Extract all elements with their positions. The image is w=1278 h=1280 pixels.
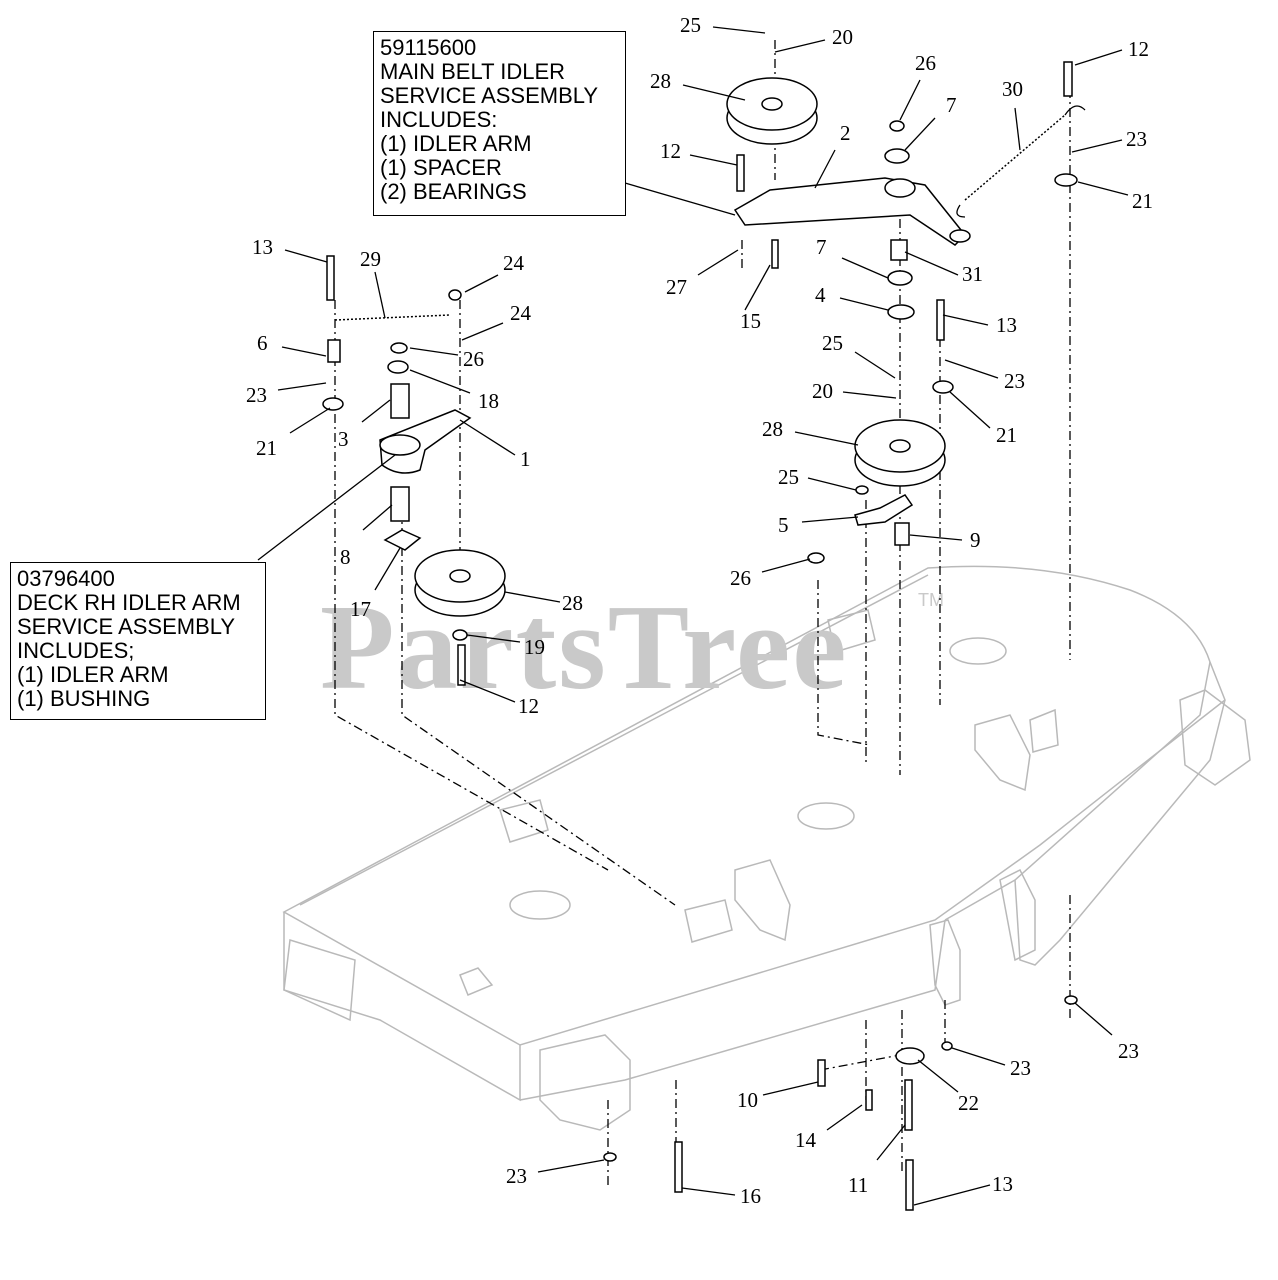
callout-part-number: 03796400	[17, 566, 115, 591]
spring-lower	[334, 314, 451, 321]
part-label: 23	[1118, 1039, 1139, 1063]
part-label: 29	[360, 247, 381, 271]
leader-lines	[257, 26, 1129, 1206]
part-label: 28	[562, 591, 583, 615]
part-label: 7	[816, 235, 827, 259]
callout-line: (1) IDLER ARM	[380, 131, 532, 156]
callout-line: DECK RH IDLER ARM	[17, 590, 241, 615]
part-label: 23	[1010, 1056, 1031, 1080]
part-label: 3	[338, 427, 349, 451]
part-label: 1	[520, 447, 531, 471]
part-label: 11	[848, 1173, 868, 1197]
callout-line: (2) BEARINGS	[380, 179, 527, 204]
alignment-lines	[334, 40, 1071, 1190]
deck-rh-idler-callout: 03796400 DECK RH IDLER ARM SERVICE ASSEM…	[10, 562, 266, 720]
part-label: 4	[815, 283, 826, 307]
rh-idler-arm	[379, 409, 472, 474]
part-label: 21	[1132, 189, 1153, 213]
part-label: 7	[946, 93, 957, 117]
part-label: 23	[1004, 369, 1025, 393]
watermark: PartsTree TM	[320, 580, 944, 715]
watermark-trademark: TM	[918, 590, 944, 610]
callout-line: SERVICE ASSEMBLY	[380, 83, 599, 108]
part-label: 23	[1126, 127, 1147, 151]
part-label: 13	[252, 235, 273, 259]
mower-deck	[282, 565, 1251, 1131]
part-label: 14	[795, 1128, 817, 1152]
part-label: 10	[737, 1088, 758, 1112]
part-labels: 25 20 28 12 2 26 7 30 12 23 21 13 29 24 …	[246, 13, 1153, 1208]
part-label: 6	[257, 331, 268, 355]
part-label: 25	[822, 331, 843, 355]
pulley-lower-left	[414, 549, 506, 617]
part-label: 21	[996, 423, 1017, 447]
part-label: 13	[992, 1172, 1013, 1196]
callout-line: SERVICE ASSEMBLY	[17, 614, 236, 639]
part-label: 12	[518, 694, 539, 718]
part-label: 27	[666, 275, 687, 299]
part-label: 24	[503, 251, 525, 275]
main-idler-arm	[733, 177, 967, 246]
callout-part-number: 59115600	[380, 35, 477, 60]
callout-line: (1) IDLER ARM	[17, 662, 169, 687]
pulley-upper	[726, 77, 818, 145]
callout-line: (1) BUSHING	[17, 686, 151, 711]
callout-line: INCLUDES;	[17, 638, 135, 663]
pulley-right	[854, 419, 946, 487]
part-label: 20	[832, 25, 853, 49]
part-label: 17	[350, 597, 371, 621]
part-label: 5	[778, 513, 789, 537]
part-label: 19	[524, 635, 545, 659]
part-label: 21	[256, 436, 277, 460]
part-label: 28	[650, 69, 671, 93]
part-label: 26	[915, 51, 936, 75]
parts	[322, 61, 1086, 1211]
spring-upper	[964, 114, 1066, 201]
part-label: 2	[840, 121, 851, 145]
callout-line: (1) SPACER	[380, 155, 502, 180]
callout-line: MAIN BELT IDLER	[380, 59, 566, 84]
part-label: 16	[740, 1184, 761, 1208]
part-label: 8	[340, 545, 351, 569]
part-label: 25	[778, 465, 799, 489]
part-label: 20	[812, 379, 833, 403]
part-label: 18	[478, 389, 499, 413]
part-label: 28	[762, 417, 783, 441]
part-label: 15	[740, 309, 761, 333]
callout-line: INCLUDES:	[380, 107, 498, 132]
part-label: 26	[463, 347, 484, 371]
part-label: 9	[970, 528, 981, 552]
part-label: 12	[660, 139, 681, 163]
part-label: 22	[958, 1091, 979, 1115]
part-label: 12	[1128, 37, 1149, 61]
part-label: 24	[510, 301, 532, 325]
part-label: 31	[962, 262, 983, 286]
part-label: 23	[246, 383, 267, 407]
part-label: 30	[1002, 77, 1023, 101]
watermark-text: PartsTree	[320, 580, 848, 715]
main-belt-idler-callout: 59115600 MAIN BELT IDLER SERVICE ASSEMBL…	[373, 31, 626, 216]
part-label: 26	[730, 566, 751, 590]
part-label: 25	[680, 13, 701, 37]
part-label: 23	[506, 1164, 527, 1188]
part-label: 13	[996, 313, 1017, 337]
